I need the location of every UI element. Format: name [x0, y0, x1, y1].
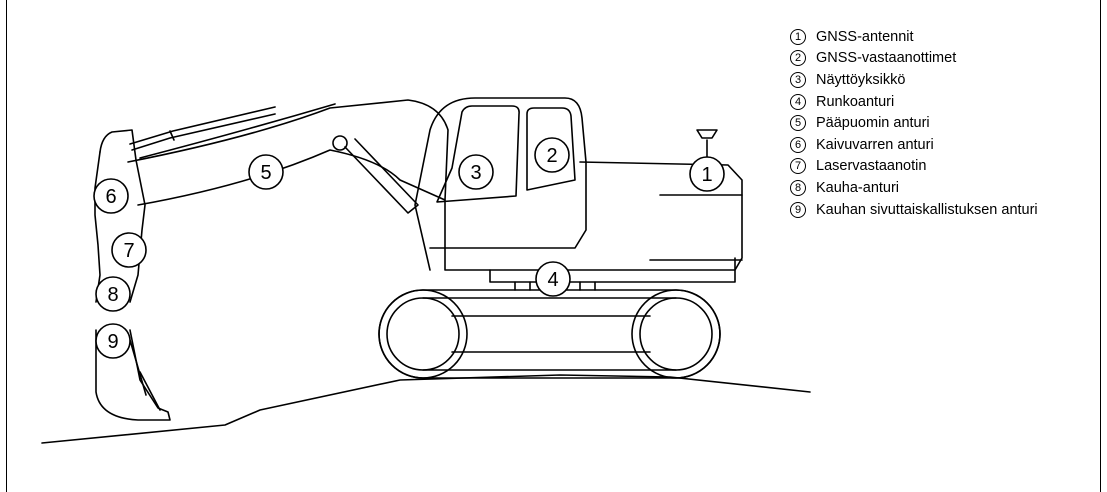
legend-label: Runkoanturi	[816, 93, 895, 110]
callout-1: 1	[689, 156, 725, 192]
excavator-arm	[94, 129, 146, 303]
callout-5-number: 5	[260, 162, 271, 184]
boom-cylinder	[332, 135, 419, 214]
callout-3: 3	[458, 154, 494, 190]
legend-label: Pääpuomin anturi	[816, 115, 930, 132]
excavator-boom	[127, 99, 449, 206]
legend-item: 3 Näyttöyksikkö	[790, 69, 1102, 91]
legend-item: 6 Kaivuvarren anturi	[790, 134, 1102, 156]
ground-line	[41, 374, 811, 444]
callout-2: 2	[534, 137, 570, 173]
excavator-body	[414, 97, 743, 271]
legend-number: 2	[790, 50, 806, 67]
legend-item: 4 Runkoanturi	[790, 91, 1102, 113]
legend-number: 5	[790, 115, 806, 132]
legend-number: 4	[790, 93, 806, 110]
legend-number: 7	[790, 158, 806, 175]
legend-number: 6	[790, 136, 806, 153]
legend-item: 8 Kauha-anturi	[790, 177, 1102, 199]
callout-7-number: 7	[123, 240, 134, 262]
callout-3-number: 3	[470, 162, 481, 184]
cab-windows	[436, 105, 576, 203]
legend-label: Kaivuvarren anturi	[816, 136, 934, 153]
legend-label: GNSS-antennit	[816, 28, 914, 45]
legend-item: 5 Pääpuomin anturi	[790, 112, 1102, 134]
legend-item: 7 Laservastaanotin	[790, 156, 1102, 178]
legend: 1 GNSS-antennit 2 GNSS-vastaanottimet 3 …	[790, 26, 1102, 220]
excavator-bucket	[95, 329, 171, 421]
legend-label: Kauhan sivuttaiskallistuksen anturi	[816, 201, 1038, 218]
callout-2-number: 2	[546, 145, 557, 167]
callout-7: 7	[111, 232, 147, 268]
callout-4-number: 4	[547, 269, 558, 291]
legend-number: 1	[790, 28, 806, 45]
frame-left-border	[6, 0, 7, 492]
legend-number: 9	[790, 201, 806, 218]
callout-6: 6	[93, 178, 129, 214]
frame-right-border	[1100, 0, 1101, 492]
arm-cylinder	[129, 106, 276, 151]
callout-8-number: 8	[107, 284, 118, 306]
callout-4: 4	[535, 261, 571, 297]
legend-number: 3	[790, 71, 806, 88]
callout-1-number: 1	[701, 164, 712, 186]
callout-9-number: 9	[107, 331, 118, 353]
callout-6-number: 6	[105, 186, 116, 208]
legend-label: GNSS-vastaanottimet	[816, 50, 957, 67]
legend-label: Kauha-anturi	[816, 179, 900, 196]
excavator-undercarriage	[489, 257, 736, 291]
legend-label: Laservastaanotin	[816, 158, 927, 175]
excavator-track	[378, 289, 721, 379]
callout-8: 8	[95, 276, 131, 312]
legend-item: 2 GNSS-vastaanottimet	[790, 48, 1102, 70]
legend-number: 8	[790, 179, 806, 196]
legend-item: 1 GNSS-antennit	[790, 26, 1102, 48]
legend-item: 9 Kauhan sivuttaiskallistuksen anturi	[790, 199, 1102, 221]
callout-5: 5	[248, 154, 284, 190]
legend-label: Näyttöyksikkö	[816, 71, 906, 88]
callout-9: 9	[95, 323, 131, 359]
